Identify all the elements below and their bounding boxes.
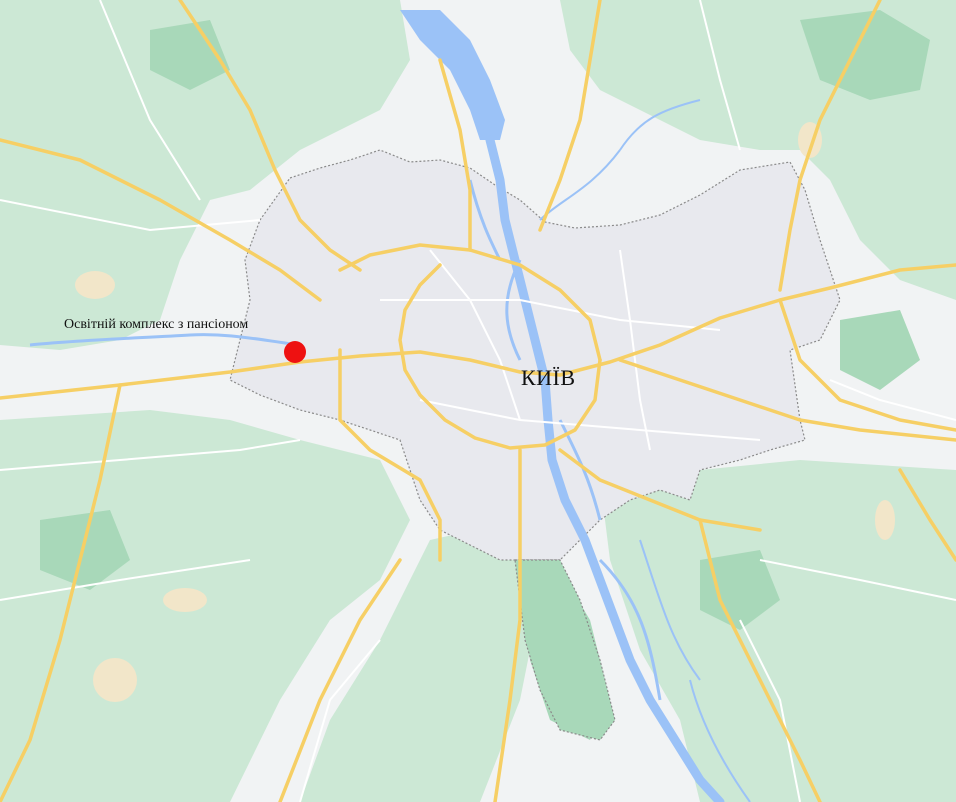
sand-patches [75,122,895,702]
river-dnipro [400,10,751,802]
river-irpin [29,333,301,347]
city-label: КИЇВ [521,365,576,390]
poi-label: Освітній комплекс з пансіоном [64,317,249,332]
red-dot-marker-icon[interactable] [284,341,306,363]
city-area-south [514,559,616,741]
